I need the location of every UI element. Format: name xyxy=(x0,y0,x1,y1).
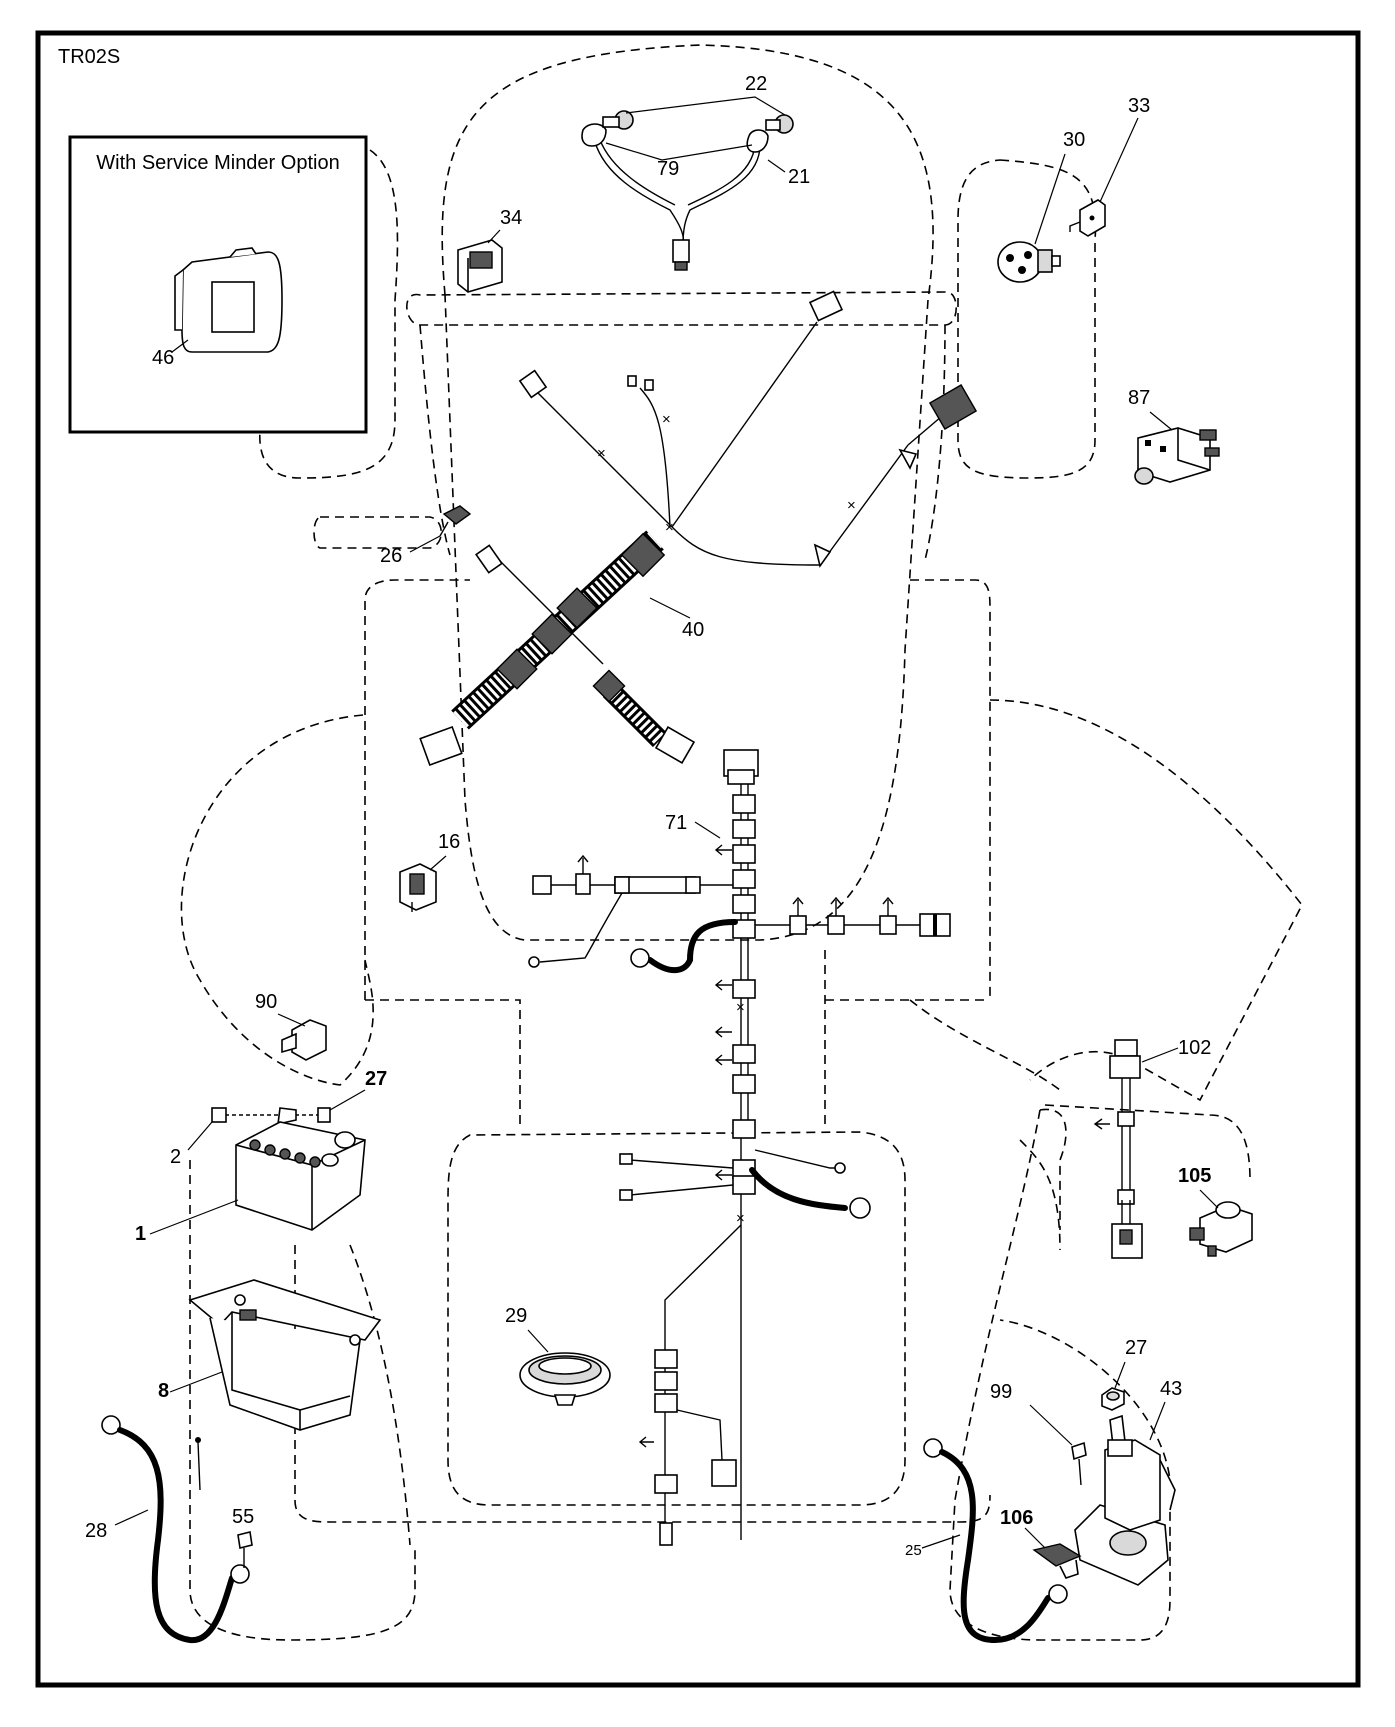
part-21-headlight-harness xyxy=(594,139,761,271)
part-22-bulb-left xyxy=(581,110,634,147)
callout-27-right: 27 xyxy=(1125,1337,1147,1359)
callout-26: 26 xyxy=(380,545,402,567)
part-29-grommet xyxy=(519,1352,611,1406)
part-26-fuse xyxy=(439,505,472,537)
part-106-clip xyxy=(1032,1543,1082,1579)
callout-28: 28 xyxy=(85,1520,107,1542)
svg-text:×: × xyxy=(662,411,671,428)
part-99-bolt xyxy=(1071,1441,1087,1486)
callout-22: 22 xyxy=(745,73,767,95)
callout-46: 46 xyxy=(152,347,174,369)
callout-90: 90 xyxy=(255,991,277,1013)
diagram-id: TR02S xyxy=(58,46,120,68)
callout-55: 55 xyxy=(232,1506,254,1528)
part-46-hour-meter xyxy=(174,247,283,353)
callout-29: 29 xyxy=(505,1305,527,1327)
callout-27-top: 27 xyxy=(365,1068,387,1090)
callout-2: 2 xyxy=(170,1146,181,1168)
callout-106: 106 xyxy=(1000,1507,1033,1529)
svg-text:×: × xyxy=(736,1210,745,1227)
part-28-battery-cable xyxy=(101,1415,250,1644)
callout-43: 43 xyxy=(1160,1378,1182,1400)
part-34-switch xyxy=(457,239,503,293)
svg-text:×: × xyxy=(847,497,856,514)
callout-102: 102 xyxy=(1178,1037,1211,1059)
callout-40: 40 xyxy=(682,619,704,641)
part-1-battery xyxy=(235,1121,366,1231)
part-55-bolt xyxy=(237,1531,253,1568)
inset-caption: With Service Minder Option xyxy=(96,152,339,174)
callout-25: 25 xyxy=(905,1542,922,1559)
part-43-starter-solenoid xyxy=(1074,1414,1176,1586)
svg-text:×: × xyxy=(736,999,745,1016)
callout-71: 71 xyxy=(665,812,687,834)
part-105-solenoid xyxy=(1189,1201,1253,1257)
part-87-pto-switch xyxy=(1134,427,1220,485)
tractor-outline xyxy=(180,44,1303,1641)
callout-87: 87 xyxy=(1128,387,1150,409)
svg-text:×: × xyxy=(665,519,674,536)
callout-30: 30 xyxy=(1063,129,1085,151)
svg-text:×: × xyxy=(597,445,606,462)
part-27-hold-down xyxy=(211,1107,331,1126)
callout-34: 34 xyxy=(500,207,522,229)
part-22-bulb-right xyxy=(746,114,794,153)
part-71-rear-harness: × × xyxy=(528,749,951,1546)
callout-105: 105 xyxy=(1178,1165,1211,1187)
part-16-relay xyxy=(399,863,437,912)
part-102-harness xyxy=(1093,1039,1143,1259)
part-90-sensor xyxy=(281,1019,327,1061)
callout-16: 16 xyxy=(438,831,460,853)
part-33-key xyxy=(1069,199,1106,237)
callout-79: 79 xyxy=(657,158,679,180)
part-25-battery-cable xyxy=(923,1438,1068,1644)
callout-1: 1 xyxy=(135,1223,146,1245)
diagram-frame xyxy=(35,30,1361,1688)
callout-33: 33 xyxy=(1128,95,1150,117)
callout-8: 8 xyxy=(158,1380,169,1402)
part-27-nut xyxy=(1101,1387,1125,1411)
part-30-ignition-switch xyxy=(997,241,1061,283)
callout-21: 21 xyxy=(788,166,810,188)
part-40-main-harness: × × × × xyxy=(419,290,978,766)
part-8-battery-tray xyxy=(188,1279,382,1431)
callout-99: 99 xyxy=(990,1381,1012,1403)
